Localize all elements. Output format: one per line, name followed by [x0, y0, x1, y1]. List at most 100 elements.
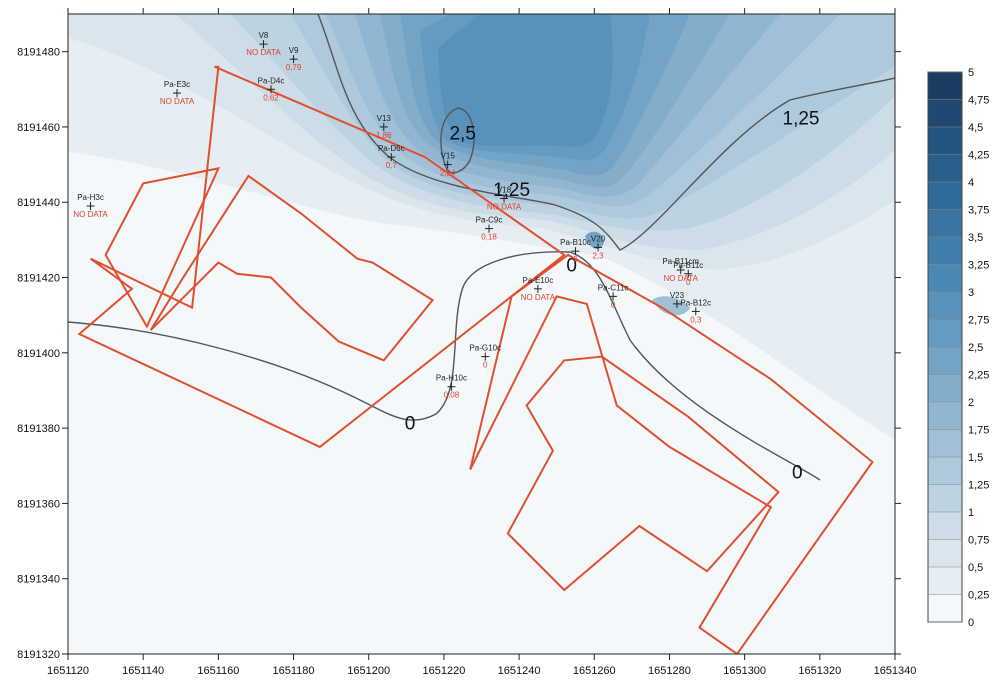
legend-label: 5	[968, 67, 974, 79]
well-value: 2,3	[592, 251, 604, 260]
legend-swatch	[928, 512, 962, 540]
legend-swatch	[928, 264, 962, 292]
legend-swatch	[928, 292, 962, 320]
building-footprint	[469, 253, 874, 654]
x-tick-label: 1651260	[573, 665, 616, 677]
well-name: V18	[497, 185, 512, 194]
well-value: 0,62	[263, 93, 279, 102]
well-value: NO DATA	[73, 210, 108, 219]
x-tick-label: 1651160	[197, 665, 239, 677]
well-marker: V90,79	[286, 46, 302, 72]
legend-label: 4,25	[968, 150, 989, 162]
x-tick-label: 1651320	[798, 665, 841, 677]
well-name: Pa-H10c	[436, 374, 467, 383]
x-tick-label: 1651340	[874, 665, 917, 677]
well-value: 0,18	[481, 233, 497, 242]
y-tick-label: 8191360	[17, 498, 60, 510]
legend-swatch	[928, 594, 962, 622]
building-footprints	[77, 65, 874, 654]
well-value: 0	[611, 300, 616, 309]
contour-band	[585, 231, 604, 249]
legend-swatch	[928, 72, 962, 100]
well-marker: Pa-D4c 0,62	[258, 76, 285, 102]
legend-swatch	[928, 182, 962, 210]
building-footprint	[104, 167, 221, 329]
legend-label: 2,25	[968, 370, 989, 382]
y-tick-label: 8191340	[17, 574, 60, 586]
legend-label: 2,75	[968, 315, 989, 327]
legend-swatch	[928, 484, 962, 512]
legend-swatch	[928, 127, 962, 155]
y-tick-label: 8191480	[17, 47, 60, 59]
well-name: Pa-H3c	[77, 193, 104, 202]
legend-swatch	[928, 374, 962, 402]
y-tick-label: 8191440	[17, 197, 60, 209]
legend-label: 3,75	[968, 205, 989, 217]
building-footprint	[77, 65, 566, 449]
contour-line	[440, 107, 475, 174]
contour-bands	[68, 14, 895, 440]
well-name: V15	[441, 152, 456, 161]
building-footprint	[149, 174, 435, 362]
well-value: NO DATA	[160, 97, 195, 106]
legend-swatch	[928, 457, 962, 485]
legend-swatch	[928, 429, 962, 457]
legend-label: 2,5	[968, 342, 983, 354]
contour-label: 2,5	[449, 123, 475, 144]
well-name: Pa-E10c	[523, 276, 554, 285]
well-name: Pa-D4c	[258, 76, 285, 85]
x-tick-label: 1651180	[273, 665, 315, 677]
legend-swatch	[928, 99, 962, 127]
well-marker: Pa-B11c 0	[673, 261, 703, 287]
well-name: Pa-C11c	[598, 283, 629, 292]
y-axis: 8191320819134081913608191380819140081914…	[17, 47, 901, 661]
x-tick-label: 1651140	[122, 665, 164, 677]
x-tick-label: 1651200	[347, 665, 390, 677]
legend-label: 1,25	[968, 480, 989, 492]
contour-line	[68, 251, 821, 481]
well-name: Pa-B12c	[680, 298, 711, 307]
contour-label: 0	[405, 413, 416, 434]
well-value: NO DATA	[487, 202, 522, 211]
well-marker: V18 NO DATA	[487, 185, 522, 211]
legend-swatch	[928, 319, 962, 347]
well-name: V20	[591, 234, 606, 243]
legend-label: 1	[968, 507, 974, 519]
well-value: 0,7	[386, 161, 398, 170]
well-value: 0	[686, 278, 691, 287]
y-tick-label: 8191400	[17, 348, 60, 360]
legend-label: 4	[968, 177, 974, 189]
well-name: V8	[259, 31, 269, 40]
contour-lines	[68, 14, 895, 481]
legend-label: 0,5	[968, 562, 983, 574]
well-marker: Pa-H3c NO DATA	[73, 193, 108, 219]
well-name: Pa-B11c	[673, 261, 703, 270]
x-tick-label: 1651220	[422, 665, 465, 677]
contour-label: 1,25	[783, 108, 820, 129]
legend-label: 3,5	[968, 232, 983, 244]
legend-label: 3,25	[968, 260, 989, 272]
x-axis: 1651120 1651140 1651160 1651180 1651200 16512…	[47, 8, 916, 677]
y-tick-label: 8191460	[17, 122, 60, 134]
legend-swatch	[928, 209, 962, 237]
x-tick-label: 1651120	[47, 665, 89, 677]
color-scale-legend: 00,250,50,7511,251,51,7522,252,52,7533,2…	[927, 67, 989, 629]
legend-swatch	[928, 539, 962, 567]
well-value: NO DATA	[664, 274, 699, 283]
legend-label: 3	[968, 287, 974, 299]
contour-band	[652, 296, 690, 316]
contour-label: 0	[792, 462, 803, 483]
well-name: Pa-D6c	[378, 144, 405, 153]
well-marker: Pa-C11c 0	[598, 283, 629, 309]
contour-band	[438, 14, 613, 147]
